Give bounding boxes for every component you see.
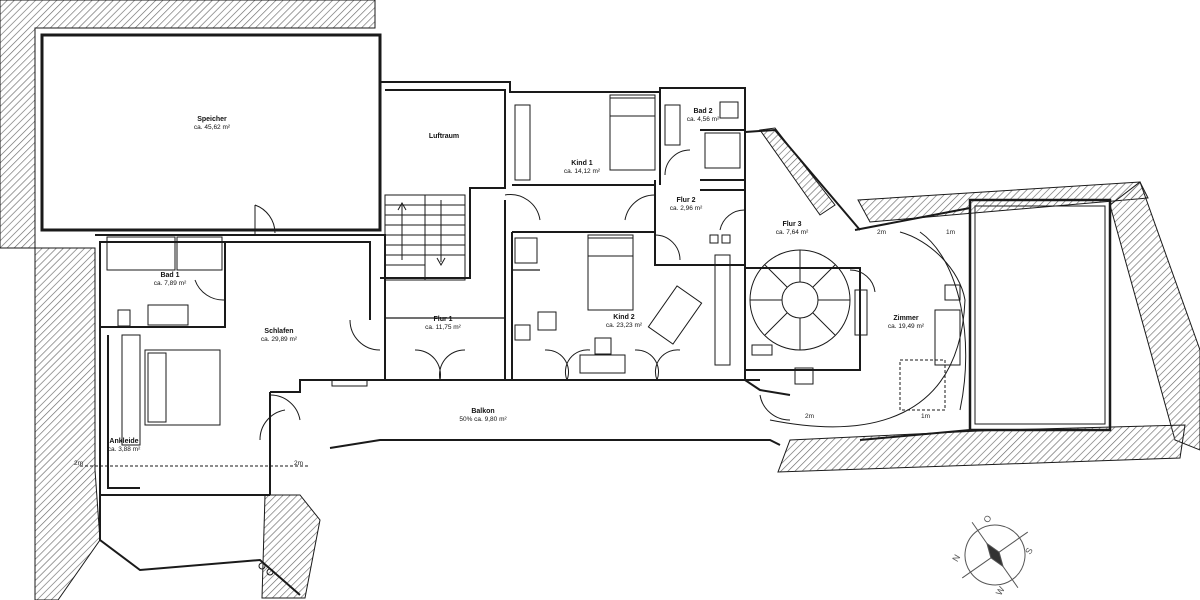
roof-hatch-right-side [1109, 181, 1200, 451]
dimension-label: 2m [805, 413, 815, 420]
dimension-label: 1m [921, 413, 931, 420]
compass-rose [961, 521, 1029, 589]
roof-hatch-stair-chute [261, 494, 321, 599]
dimension-label: 2m [294, 460, 304, 467]
sofa-kind2 [647, 285, 703, 345]
furniture [106, 94, 961, 576]
roof-hatch-right-top [857, 181, 1149, 223]
bed-kind2 [587, 234, 634, 311]
dimension-label: 2m [877, 229, 887, 236]
bed-kind1 [609, 94, 656, 171]
partitions [105, 250, 540, 328]
roof-hatch-left-top [0, 0, 376, 249]
doors [194, 149, 967, 441]
straight-stair [384, 194, 466, 281]
bathtub-bad1 [106, 236, 176, 271]
shower-bad2 [704, 132, 741, 169]
room-label-luftraum: Luftraum [428, 133, 460, 140]
roof-hatch-dormer [759, 127, 836, 216]
roof-hatch-left-bottom [34, 247, 101, 600]
spiral-stair [749, 249, 851, 351]
bed-schlafen [144, 349, 221, 426]
roof-hatch-right-bottom [777, 424, 1186, 473]
dimension-label: 1m [946, 229, 956, 236]
dimension-label: 2m [74, 460, 84, 467]
